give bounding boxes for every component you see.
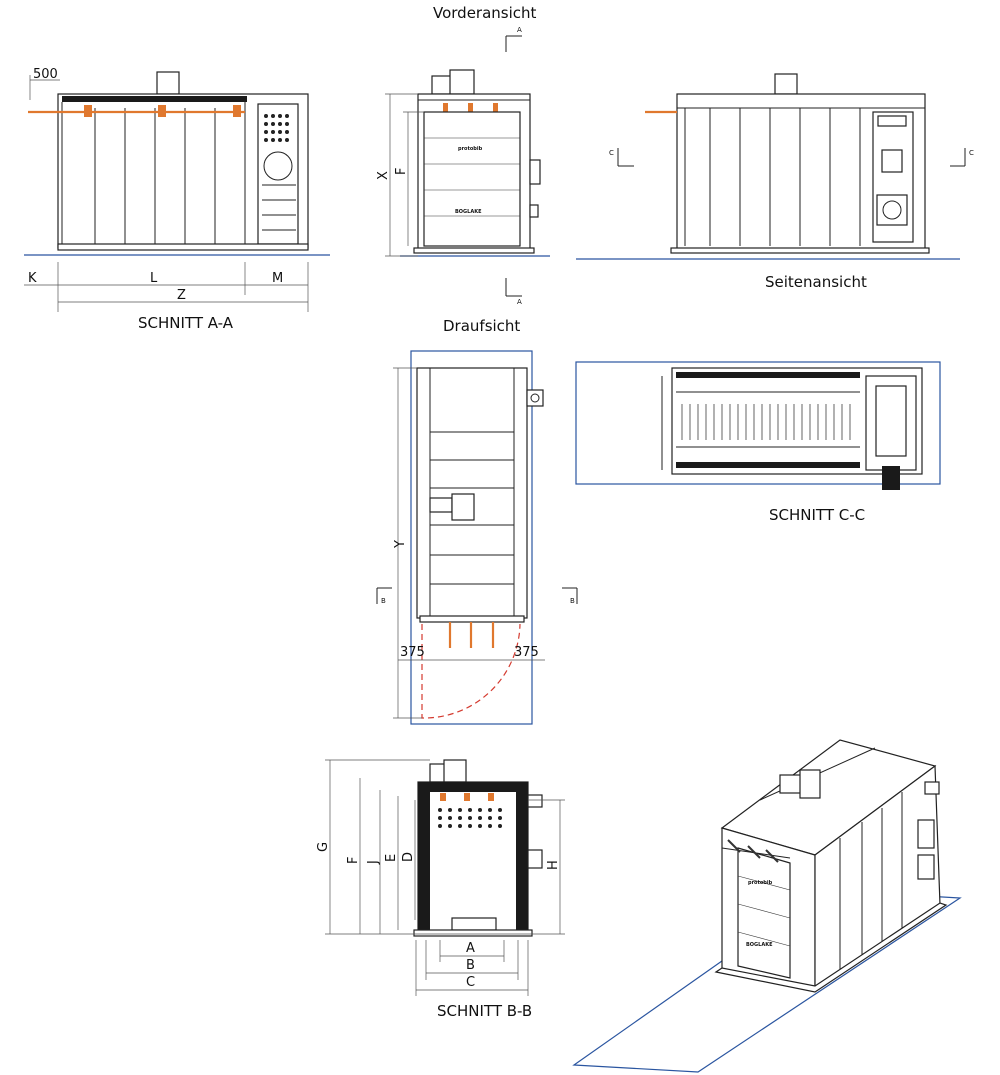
title-vorderansicht: Vorderansicht bbox=[433, 4, 537, 22]
dim-a: A bbox=[466, 941, 475, 956]
side-view: C C Seitenansicht bbox=[576, 73, 974, 291]
dim-b: B bbox=[466, 958, 475, 973]
dim-d: D bbox=[401, 852, 416, 862]
section-c-c-view: SCHNITT C-C bbox=[575, 361, 941, 524]
title-schnitt-b-b: SCHNITT B-B bbox=[437, 1002, 532, 1020]
dim-y: Y bbox=[393, 540, 408, 549]
cut-marker-a-top: A bbox=[517, 26, 522, 34]
cut-marker-b-left: B bbox=[381, 597, 386, 605]
dim-l: L bbox=[150, 271, 158, 286]
dim-375-left: 375 bbox=[400, 645, 425, 660]
isometric-view: protobib BOGLAKE bbox=[572, 739, 962, 1073]
top-view: Draufsicht Y 375 375 B B bbox=[376, 317, 578, 725]
dim-g: G bbox=[316, 842, 331, 852]
dim-m: M bbox=[272, 271, 283, 286]
title-schnitt-a-a: SCHNITT A-A bbox=[138, 314, 234, 332]
cut-marker-c-right: C bbox=[969, 149, 974, 157]
dim-375-right: 375 bbox=[514, 645, 539, 660]
cut-marker-c-left: C bbox=[609, 149, 614, 157]
dim-c: C bbox=[466, 975, 475, 990]
dim-f-bb: F bbox=[346, 857, 361, 864]
dim-k: K bbox=[28, 271, 37, 286]
dim-j: J bbox=[366, 860, 381, 865]
brand-plate-iso: BOGLAKE bbox=[746, 942, 773, 948]
front-view: Vorderansicht A protobib BOGLAKE X F bbox=[376, 4, 550, 306]
dim-x: X bbox=[376, 171, 391, 180]
cut-marker-a-bottom: A bbox=[517, 298, 522, 306]
brand-logo-front: protobib bbox=[458, 146, 483, 152]
brand-logo-iso: protobib bbox=[748, 880, 773, 886]
section-a-a-view: 500 bbox=[24, 67, 330, 332]
dim-z: Z bbox=[177, 288, 186, 303]
dim-f: F bbox=[394, 168, 409, 175]
title-draufsicht: Draufsicht bbox=[443, 317, 520, 335]
section-b-b-view: G F J E D H A B C SCHNITT B-B bbox=[316, 759, 565, 1020]
dim-e: E bbox=[384, 854, 399, 862]
title-seitenansicht: Seitenansicht bbox=[765, 273, 867, 291]
brand-plate-front: BOGLAKE bbox=[455, 209, 482, 215]
cut-marker-b-right: B bbox=[570, 597, 575, 605]
title-schnitt-c-c: SCHNITT C-C bbox=[769, 506, 865, 524]
dim-h: H bbox=[546, 860, 561, 870]
dim-500: 500 bbox=[33, 67, 58, 82]
